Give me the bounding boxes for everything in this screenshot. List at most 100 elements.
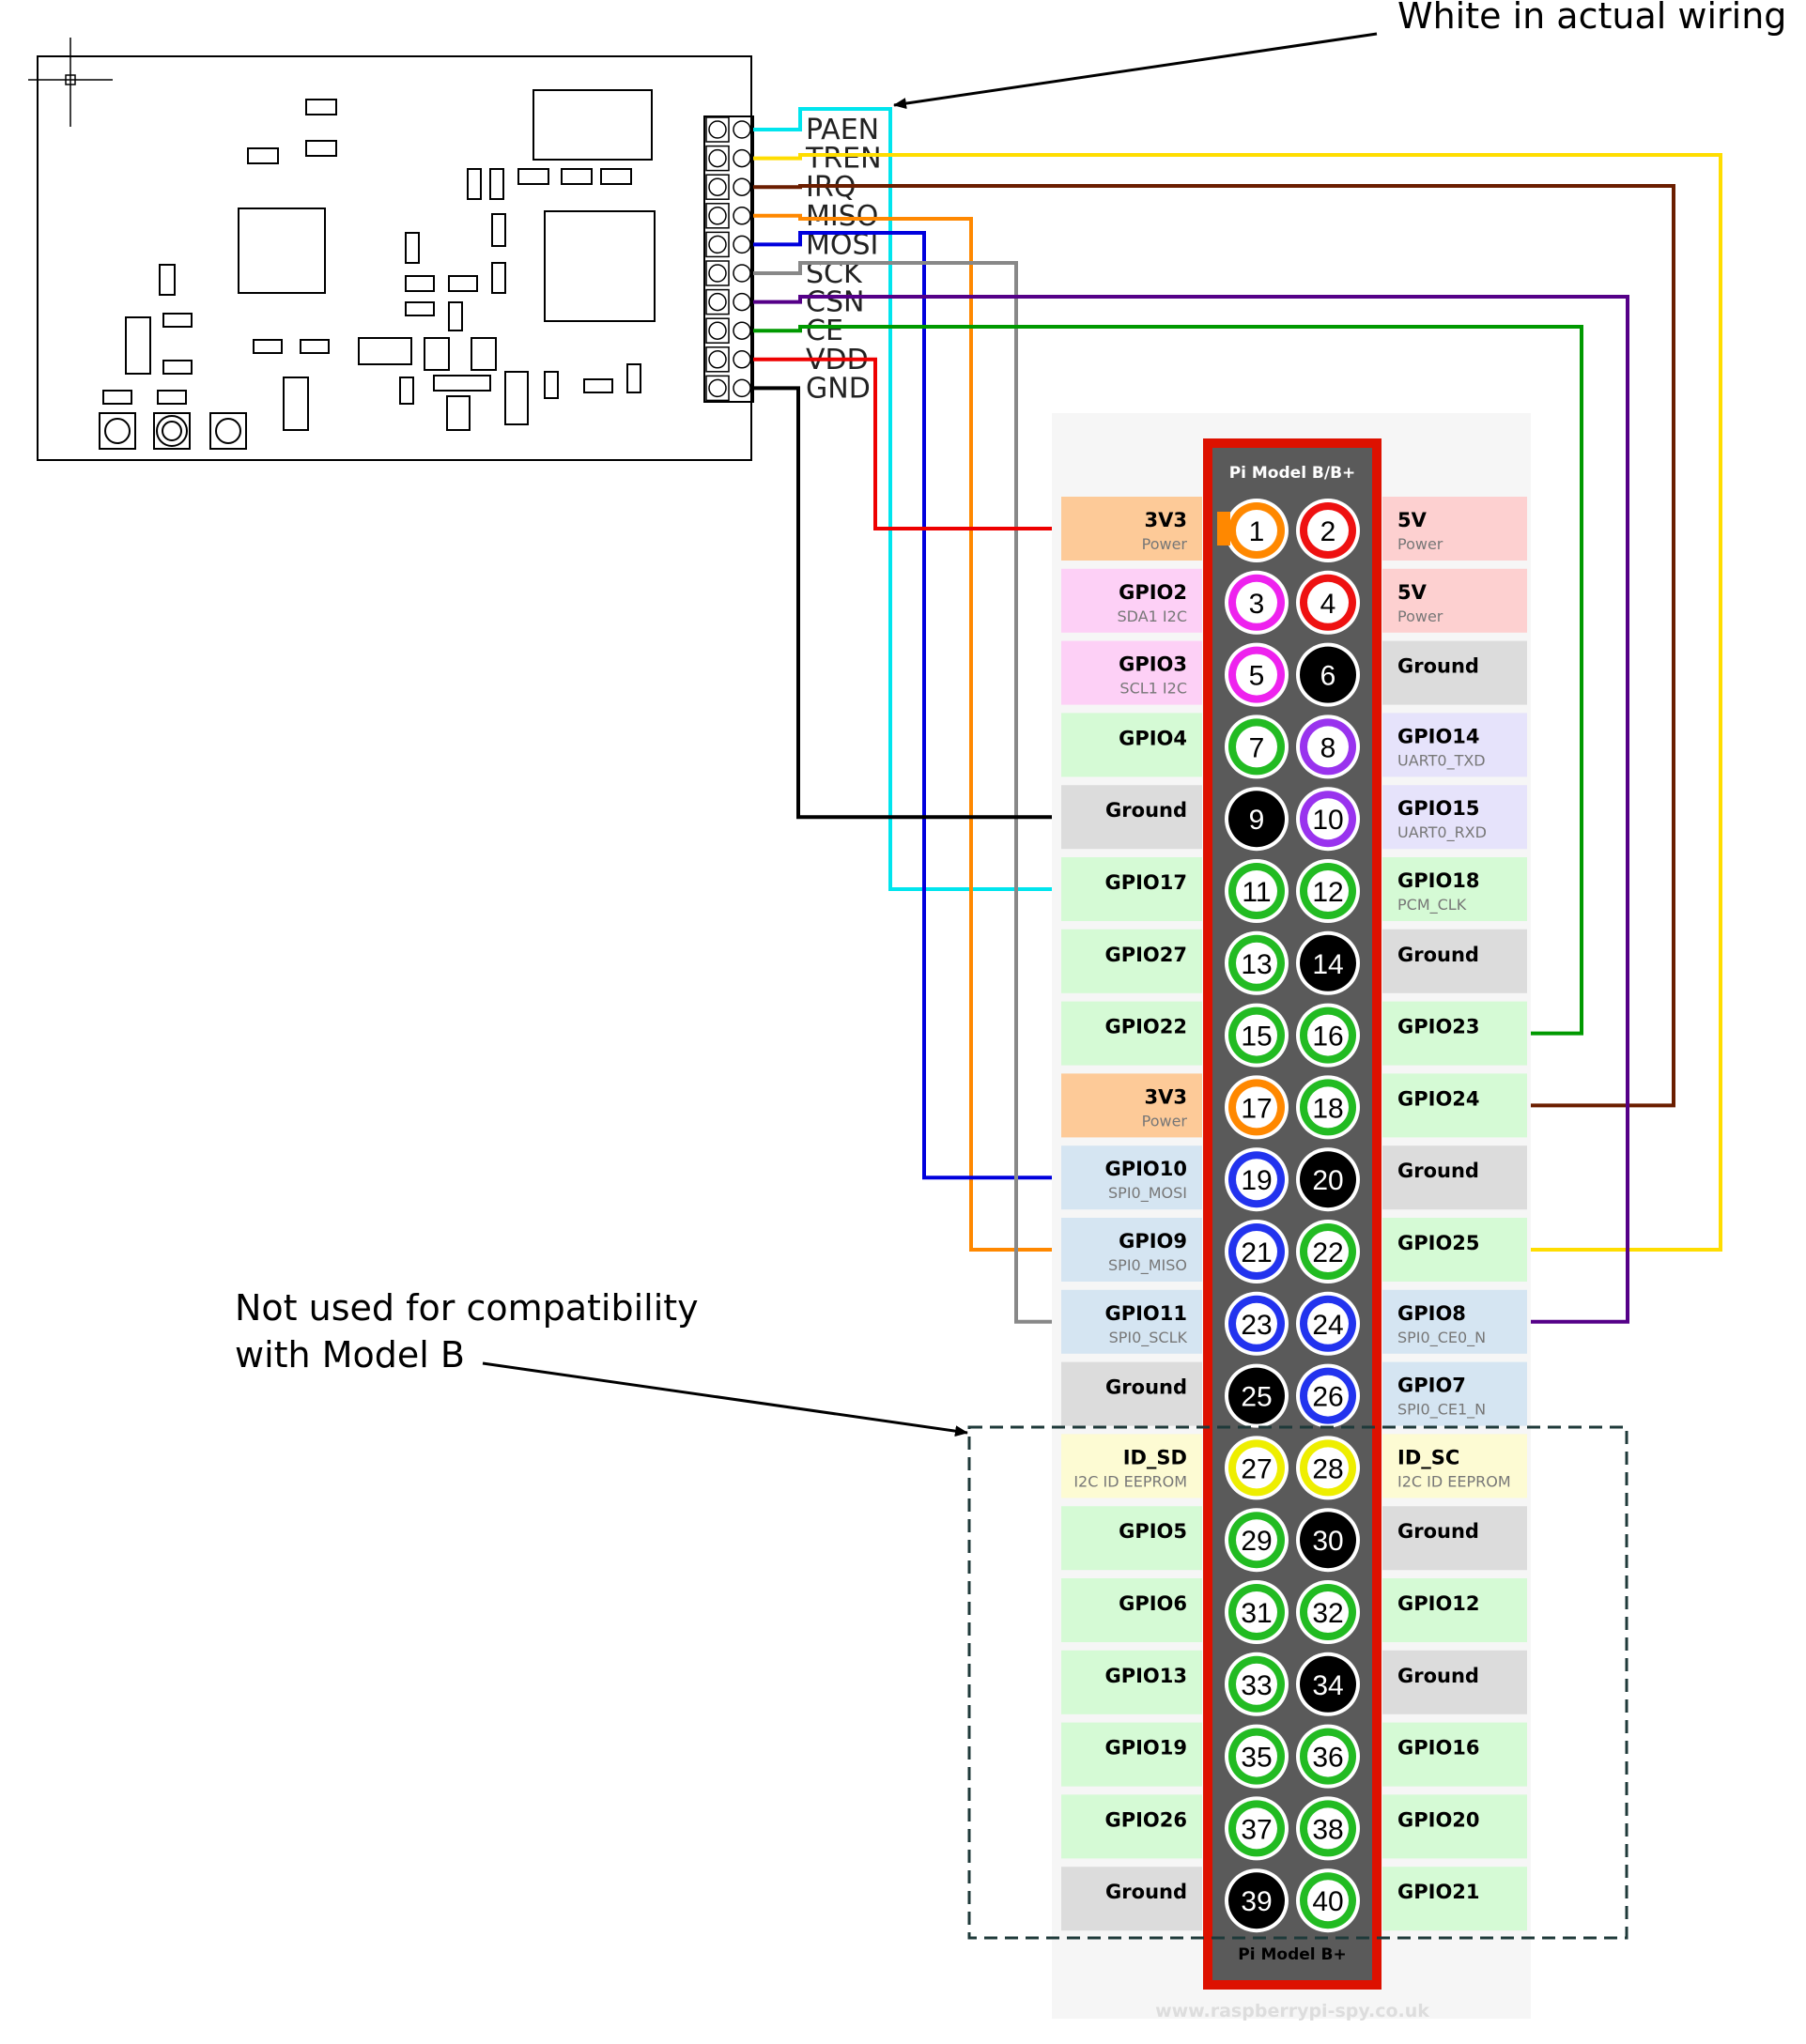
pin-34-number: 34 [1312,1670,1343,1701]
pin-sub-right: SPI0_CE1_N [1397,1401,1486,1420]
pin-39-number: 39 [1241,1886,1272,1917]
pin-31-center [1236,1591,1277,1633]
pad [99,412,136,450]
pin-label-left-box [1061,497,1202,561]
pin-label-left-box [1061,1289,1202,1354]
pin-4-number: 4 [1320,589,1336,620]
component [448,275,478,292]
pin-name-left: GPIO4 [1119,727,1187,749]
pin-sub-right: UART0_TXD [1397,751,1486,770]
component [491,262,506,294]
wire-layer [753,107,1722,1324]
pin-17-center [1236,1086,1277,1129]
pin-30-center [1307,1519,1349,1561]
pin-5-center [1236,653,1277,696]
pin-24-center [1307,1302,1349,1345]
pin-label-right-box [1382,1722,1527,1787]
pin-name-left: GPIO5 [1119,1520,1187,1543]
pin-36-number: 36 [1312,1743,1343,1774]
pin-21-center [1236,1231,1277,1272]
component [125,316,151,375]
gpio-board [1203,438,1382,1990]
pin-label-right-box [1382,1650,1527,1714]
pin-name-left: GPIO6 [1119,1592,1187,1615]
pin-32-center [1307,1591,1349,1633]
module-outline [37,55,752,461]
pin-14-number: 14 [1312,949,1343,980]
module-pin-hole [733,350,751,369]
pin-label-left-box [1061,1073,1202,1138]
component [583,378,613,393]
pin-11-number: 11 [1242,877,1271,908]
pad-hole [162,421,182,441]
pin-sub-right: UART0_RXD [1397,823,1487,842]
pin-9-number: 9 [1249,805,1265,836]
component [358,337,412,365]
pin-33-number: 33 [1241,1670,1272,1701]
component [157,390,187,405]
pin-25-number: 25 [1241,1382,1272,1413]
component [253,339,283,354]
pin-name-left: GPIO9 [1119,1230,1187,1253]
module-pin-hole [733,177,751,196]
module-pin-label: MISO [806,200,878,233]
pin-label-right-box [1382,929,1527,993]
pin-sub-left: SPI0_SCLK [1109,1329,1188,1347]
component [399,377,414,405]
pin-35-center [1236,1735,1277,1777]
component [162,313,193,328]
pin-36-center [1307,1735,1349,1777]
pin-label-left-box [1061,1794,1202,1859]
pin-20-center [1307,1159,1349,1201]
pin-name-right: Ground [1397,944,1479,966]
component [162,360,193,375]
pin-6-center [1307,653,1349,696]
module-pin-hole [733,264,751,283]
pin-10-center [1307,798,1349,840]
wire-vdd [753,357,1061,530]
pin-19-center [1236,1159,1277,1201]
pin-name-left: Ground [1105,799,1187,822]
pin-sub-left: SCL1 I2C [1119,680,1187,698]
component [247,147,279,164]
module-pin-label: CE [806,315,843,347]
component [424,337,450,371]
pin-label-right-box [1382,1506,1527,1571]
pin-label-left-box [1061,785,1202,850]
pin-name-left: ID_SD [1123,1446,1187,1468]
pin-label-right-box [1382,1867,1527,1931]
pin-sub-right: SPI0_CE0_N [1397,1329,1486,1347]
wire-sck [753,261,1061,1324]
pin-13-center [1236,942,1277,984]
module-pin-label: TREN [805,143,882,176]
pin-label-right-box [1382,1794,1527,1859]
pin-label-right-box [1382,1578,1527,1642]
pin-name-left: 3V3 [1145,1085,1187,1108]
wire-paen [753,107,1061,891]
module-pin-hole [733,120,751,139]
pin-31-number: 31 [1241,1598,1272,1629]
radio-module [28,38,754,461]
pin-name-right: Ground [1397,1665,1479,1687]
chip-right [544,210,656,322]
pin-1-number: 1 [1249,516,1265,547]
pin-15-number: 15 [1241,1022,1272,1053]
component [561,168,593,185]
pin-name-right: GPIO24 [1397,1087,1480,1110]
module-pin-hole [708,148,727,168]
pin-34-center [1307,1663,1349,1705]
pin-sub-left: SDA1 I2C [1118,607,1187,625]
pin-6-number: 6 [1320,661,1336,692]
component [489,168,504,200]
pin-22-center [1307,1231,1349,1272]
component [159,264,176,296]
pin-name-left: GPIO11 [1104,1302,1187,1325]
annotation-arrow-top [893,32,1378,110]
pin-label-left-box [1061,640,1202,705]
pin-12-center [1307,870,1349,912]
pin-name-right: GPIO16 [1397,1737,1480,1760]
component [600,168,632,185]
module-pin-label: GND [806,372,871,405]
